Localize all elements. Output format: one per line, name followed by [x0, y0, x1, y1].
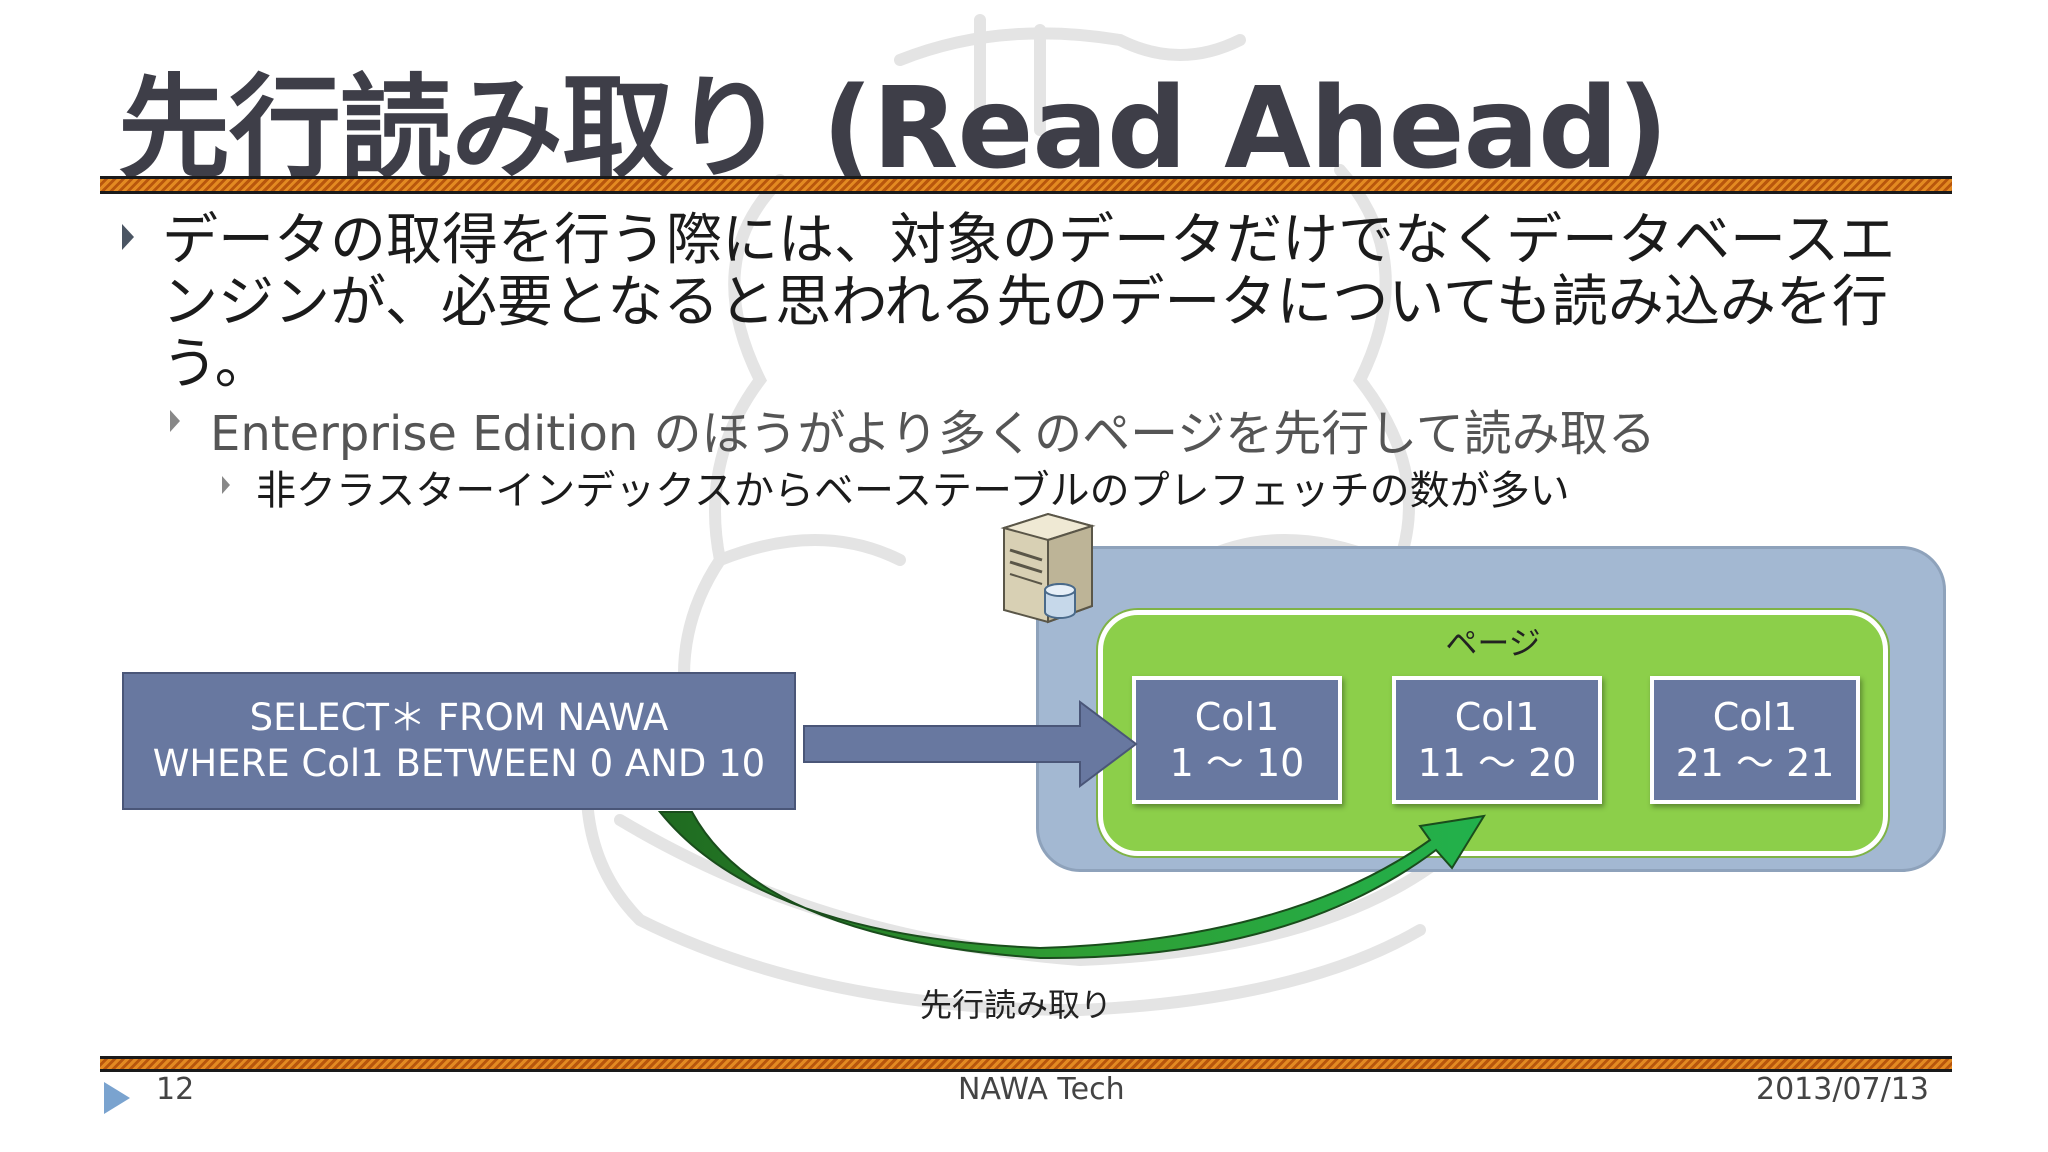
column-name: Col1: [1712, 695, 1798, 739]
column-name: Col1: [1454, 695, 1540, 739]
bullet-arrow-icon: [122, 224, 134, 250]
column-range-box: Col1 1 ～ 10: [1132, 676, 1342, 804]
query-line-2: WHERE Col1 BETWEEN 0 AND 10: [152, 742, 766, 785]
query-to-page-arrow: [803, 700, 1138, 788]
page-number: 12: [156, 1072, 195, 1107]
column-range-box: Col1 21 ～ 21: [1650, 676, 1860, 804]
column-range: 21 ～ 21: [1675, 741, 1835, 785]
column-name: Col1: [1194, 695, 1280, 739]
column-range: 1 ～ 10: [1169, 741, 1305, 785]
sql-query-box: SELECT＊ FROM NAWA WHERE Col1 BETWEEN 0 A…: [122, 672, 796, 810]
read-ahead-curve-arrow: [657, 811, 1486, 960]
footer-divider: [100, 1056, 1952, 1072]
column-range-box: Col1 11 ～ 20: [1392, 676, 1602, 804]
bullet-level2: Enterprise Edition のほうがより多くのページを先行して読み取る: [210, 406, 1656, 462]
title-divider: [100, 176, 1952, 194]
footer-date: 2013/07/13: [1756, 1072, 1929, 1107]
bullet-level3: 非クラスターインデックスからベーステーブルのプレフェッチの数が多い: [256, 468, 1570, 514]
footer-play-icon: [104, 1082, 130, 1114]
bullet-arrow-icon: [170, 410, 180, 432]
query-line-1: SELECT＊ FROM NAWA: [249, 696, 669, 739]
page-label: ページ: [1445, 624, 1541, 662]
slide-title: 先行読み取り (Read Ahead): [118, 64, 1668, 194]
column-range: 11 ～ 20: [1417, 741, 1577, 785]
bullet-level1: データの取得を行う際には、対象のデータだけでなくデータベースエンジンが、必要とな…: [162, 208, 1896, 397]
bullet-arrow-icon: [222, 476, 230, 494]
read-ahead-label: 先行読み取り: [920, 986, 1113, 1024]
database-server-icon: [1000, 512, 1096, 624]
footer-center-text: NAWA Tech: [958, 1072, 1125, 1107]
